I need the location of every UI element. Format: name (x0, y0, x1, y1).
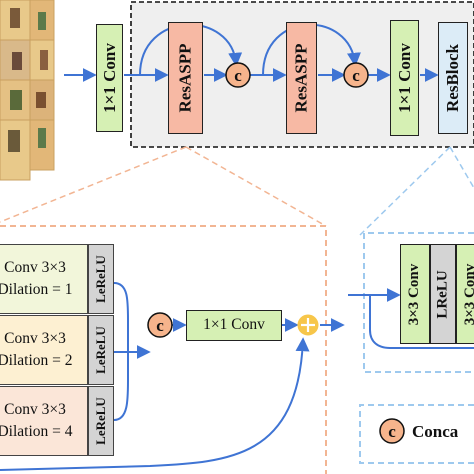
resblock-activation: LReLU (430, 244, 456, 344)
input-conv-block: 1×1 Conv (96, 24, 123, 132)
branch3-dilation-label: Dilation = 4 (0, 423, 73, 440)
branch3-activation: LeReLU (88, 386, 114, 456)
branch2-activation: LeReLU (88, 315, 114, 385)
concat-node-2 (343, 62, 369, 88)
branch3-activation-label: LeReLU (93, 397, 109, 445)
resblock-block: ResBlock (438, 22, 468, 134)
legend-concat-label: Conca (412, 422, 459, 441)
branch2-activation-label: LeReLU (93, 326, 109, 374)
aspp-concat-label: c (156, 316, 164, 335)
resaspp-block-1: ResASPP (168, 22, 203, 134)
dilated-conv-branch-3: Conv 3×3 Dilation = 4 (0, 386, 88, 456)
branch3-conv-label: Conv 3×3 (4, 400, 66, 418)
resblock-activation-label: LReLU (434, 269, 451, 319)
resblock-skip-arrow (369, 295, 474, 349)
aspp-detail-container (0, 225, 327, 474)
resaspp-block-2: ResASPP (286, 22, 317, 134)
resblock-conv-a-label: 3×3 Conv (406, 263, 423, 325)
concat-label-2: c (352, 66, 360, 85)
fusion-conv-label: 1×1 Conv (394, 43, 414, 113)
legend-concat-symbol: c (388, 422, 396, 441)
branch1-dilation-label: Dilation = 1 (0, 281, 73, 298)
branch1-conv-label: Conv 3×3 (4, 258, 66, 276)
input-conv-label: 1×1 Conv (99, 43, 119, 113)
sum-node (297, 314, 319, 336)
aspp-conv-block: 1×1 Conv (186, 310, 282, 341)
zoom-line-aspp-right (185, 146, 327, 227)
branch1-arrow (113, 282, 148, 353)
resaspp-label-2: ResASPP (291, 43, 311, 113)
concat-node-1 (225, 62, 251, 88)
dilated-conv-branch-1: Conv 3×3 Dilation = 1 (0, 244, 88, 314)
legend-container (359, 404, 474, 464)
resaspp-label-1: ResASPP (175, 43, 195, 113)
branch2-conv-label: Conv 3×3 (4, 329, 66, 347)
aspp-residual-arrow (0, 337, 310, 471)
resblock-detail-container (363, 232, 474, 373)
branch1-activation-label: LeReLU (93, 255, 109, 303)
aspp-conv-label: 1×1 Conv (203, 316, 265, 334)
zoom-line-resblock-left (359, 146, 451, 236)
resblock-conv-b-label: 3×3 Conv (462, 263, 474, 325)
concat-label-1: c (234, 66, 242, 85)
zoom-line-aspp-left (0, 146, 187, 223)
aspp-concat-node (147, 312, 173, 338)
resblock-conv-a: 3×3 Conv (400, 244, 430, 344)
resblock-conv-b: 3×3 Conv (456, 244, 474, 344)
resblock-label: ResBlock (443, 44, 462, 112)
legend-concat-icon (379, 418, 405, 444)
branch2-dilation-label: Dilation = 2 (0, 352, 73, 369)
input-image-stack (0, 0, 55, 181)
fusion-conv-block: 1×1 Conv (390, 20, 419, 136)
zoom-line-resblock-right (449, 146, 474, 189)
dilated-conv-branch-2: Conv 3×3 Dilation = 2 (0, 315, 88, 385)
branch3-arrow (113, 352, 129, 421)
branch1-activation: LeReLU (88, 244, 114, 314)
